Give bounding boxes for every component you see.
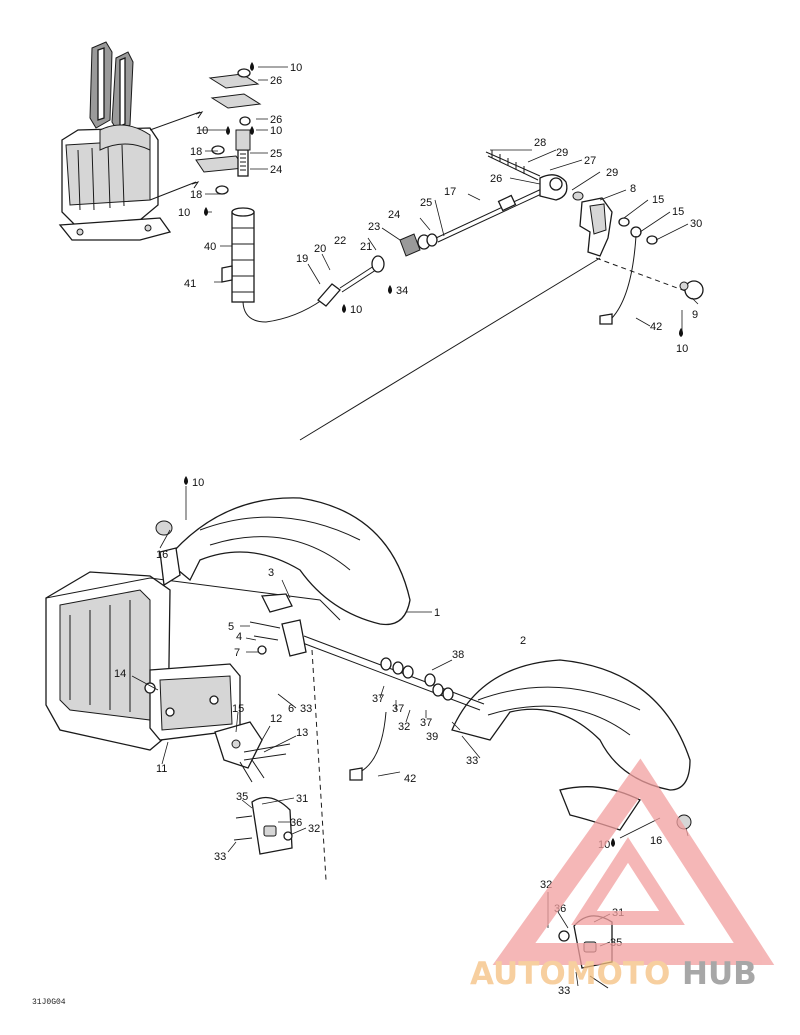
cable-end-fittings — [317, 233, 438, 307]
section-link-line — [299, 257, 601, 441]
callout: 18 — [190, 146, 202, 158]
plate-assembly-left — [214, 721, 291, 783]
callout: 16 — [156, 549, 168, 561]
callout: 24 — [270, 164, 282, 176]
callout: 8 — [630, 183, 636, 195]
lube-drop-icon — [679, 328, 683, 337]
callout: 33 — [558, 985, 570, 997]
callout: 13 — [296, 727, 308, 739]
watermark-triangle-icon — [492, 758, 775, 965]
callout: 29 — [606, 167, 618, 179]
callout: 15 — [232, 703, 244, 715]
callout: 25 — [420, 197, 432, 209]
callout: 4 — [236, 631, 242, 643]
control-cable-mount-parts — [195, 68, 262, 195]
lube-drop-icon — [204, 207, 208, 216]
callout: 2 — [520, 635, 526, 647]
lube-drop-icon — [250, 62, 254, 71]
callout: 10 — [270, 125, 282, 137]
callout: 33 — [466, 755, 478, 767]
callout: 25 — [270, 148, 282, 160]
callout: 37 — [420, 717, 432, 729]
bumper-rod-assembly — [299, 635, 485, 781]
callout: 30 — [690, 218, 702, 230]
callout: 1 — [434, 607, 440, 619]
callout: 37 — [392, 703, 404, 715]
callout: 41 — [184, 278, 196, 290]
callout: 33 — [300, 703, 312, 715]
callout: 10 — [676, 343, 688, 355]
callout: 20 — [314, 243, 326, 255]
control-box-assembly — [58, 41, 204, 241]
callout: 21 — [360, 241, 372, 253]
callout: 26 — [270, 75, 282, 87]
lube-drop-icon — [342, 304, 346, 313]
callout: 27 — [584, 155, 596, 167]
center-mount-bracket — [249, 593, 327, 881]
callout: 10 — [192, 477, 204, 489]
watermark-logo: AUTOMOTO HUB — [470, 758, 775, 992]
callout: 15 — [652, 194, 664, 206]
front-fender-left — [155, 497, 411, 626]
callout: 17 — [444, 186, 456, 198]
callout: 40 — [204, 241, 216, 253]
cover-plate-left — [233, 796, 293, 855]
callout: 33 — [214, 851, 226, 863]
callout: 42 — [404, 773, 416, 785]
callout: 42 — [650, 321, 662, 333]
callout: 10 — [196, 125, 208, 137]
callout: 11 — [156, 763, 167, 775]
watermark-text-part1: AUTOMOTO — [470, 956, 670, 992]
callout: 38 — [452, 649, 464, 661]
callout: 15 — [672, 206, 684, 218]
callout: 10 — [350, 304, 362, 316]
lube-drop-icon — [250, 126, 254, 135]
steering-bracket-assembly — [579, 197, 704, 325]
shift-cable-housing — [221, 207, 323, 323]
callout: 31 — [296, 793, 308, 805]
lube-drop-icon — [226, 126, 230, 135]
callout: 5 — [228, 621, 234, 633]
lube-drop-icon — [388, 285, 392, 294]
callout: 18 — [190, 189, 202, 201]
callout: 28 — [534, 137, 546, 149]
watermark-inner-triangle-icon — [571, 837, 685, 925]
callout: 39 — [426, 731, 438, 743]
callout: 10 — [178, 207, 190, 219]
callout: 6 — [288, 703, 294, 715]
callout: 9 — [692, 309, 698, 321]
callout: 7 — [234, 647, 240, 659]
hull-frame — [45, 571, 341, 751]
callout: 26 — [270, 114, 282, 126]
callout: 26 — [490, 173, 502, 185]
callout: 3 — [268, 567, 274, 579]
callout: 24 — [388, 209, 400, 221]
callout: 29 — [556, 147, 568, 159]
callout: 34 — [396, 285, 408, 297]
callout: 22 — [334, 235, 346, 247]
lube-drop-icon — [611, 838, 615, 847]
callout-numbers: 10 26 26 10 10 18 25 24 18 10 40 41 28 2… — [114, 62, 702, 997]
callout: 16 — [650, 835, 662, 847]
callout: 23 — [368, 221, 380, 233]
callout: 12 — [270, 713, 282, 725]
callout: 14 — [114, 668, 126, 680]
callout: 32 — [308, 823, 320, 835]
callout: 36 — [290, 817, 302, 829]
callout: 37 — [372, 693, 384, 705]
lube-drop-icon — [184, 476, 188, 485]
lube-drop-icons — [184, 62, 683, 847]
callout: 19 — [296, 253, 308, 265]
watermark-text-part2: HUB — [682, 956, 757, 992]
control-rod-assembly — [435, 150, 584, 243]
callout: 10 — [290, 62, 302, 74]
callout: 32 — [398, 721, 410, 733]
figure-reference-code: 31J0G04 — [32, 998, 66, 1007]
callout: 35 — [236, 791, 248, 803]
